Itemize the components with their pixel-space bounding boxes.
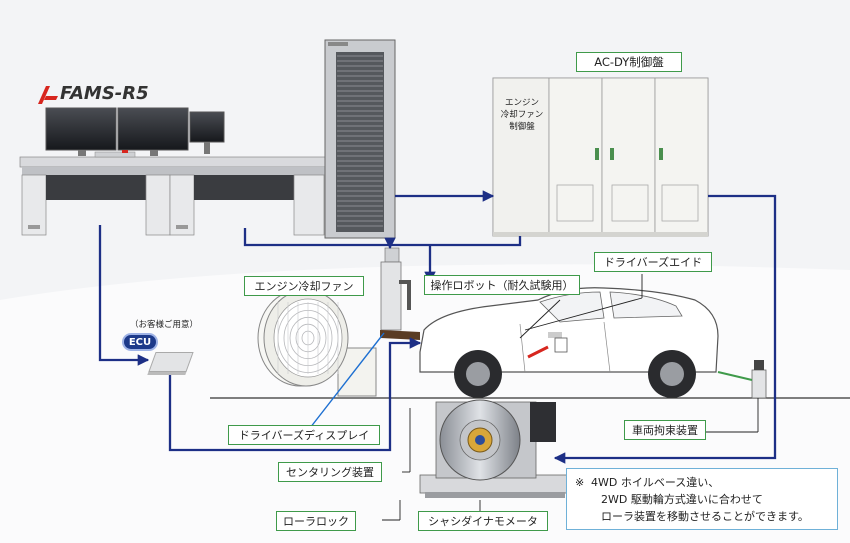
vehicle-restraint-device	[717, 360, 767, 399]
monitor-right	[189, 111, 225, 154]
control-cabinet	[324, 39, 396, 239]
centering-device-label: センタリング装置	[278, 462, 382, 482]
driver-aid-label: ドライバーズエイド	[594, 252, 712, 272]
engine-fan-panel-line-1: エンジン	[504, 98, 539, 108]
chassis-dynamometer-unit	[419, 399, 571, 498]
monitor-center	[94, 107, 189, 158]
cabinet-louvers	[337, 55, 383, 227]
chassis-dynamometer-label: シャシダイナモメータ	[418, 511, 548, 531]
fan-grille	[277, 302, 339, 374]
logo-mark-icon	[38, 86, 58, 104]
engine-cooling-fan-label: エンジン冷却ファン	[244, 276, 364, 296]
drivers-display-label: ドライバーズディスプレイ	[228, 425, 380, 445]
engine-fan-panel-line-3: 制御盤	[509, 122, 535, 132]
robot-stand	[380, 247, 420, 340]
operator-console	[19, 156, 331, 236]
note-line-2: 2WD 駆動輪方式違いに合わせて	[601, 493, 763, 506]
signal-lines	[98, 190, 777, 464]
ecu-box	[148, 352, 194, 372]
test-vehicle	[419, 287, 719, 398]
note-line-1: 4WD ホイルベース違い、	[591, 476, 720, 489]
customer-provided-note: （お客様ご用意）	[130, 320, 199, 330]
ecu-badge: ECU	[122, 333, 158, 351]
ac-dy-panel-label: AC-DY制御盤	[576, 52, 682, 72]
roller-lock-label: ローラロック	[276, 511, 356, 531]
vehicle-restraint-label: 車両拘束装置	[624, 420, 706, 440]
note-line-3: ローラ装置を移動させることができます。	[601, 510, 809, 523]
note-mark: ※	[575, 476, 585, 489]
ecu-badge-text: ECU	[128, 336, 152, 348]
engine-fan-panel-line-2: 冷却ファン	[500, 110, 544, 120]
engine-fan-panel-caption: エンジン 冷却ファン 制御盤	[497, 97, 547, 133]
brand-logo: FAMS-R5	[36, 83, 166, 106]
leader-lines	[382, 274, 759, 521]
roller-relocation-note: ※ 4WD ホイルベース違い、 2WD 駆動輪方式違いに合わせて ローラ装置を移…	[566, 468, 838, 530]
logo-text: FAMS-R5	[60, 83, 149, 104]
robot-label: 操作ロボット（耐久試験用）	[424, 275, 580, 295]
monitor-left	[45, 107, 117, 156]
ac-dy-control-panel	[492, 77, 709, 237]
display-pointer-line	[309, 332, 385, 429]
